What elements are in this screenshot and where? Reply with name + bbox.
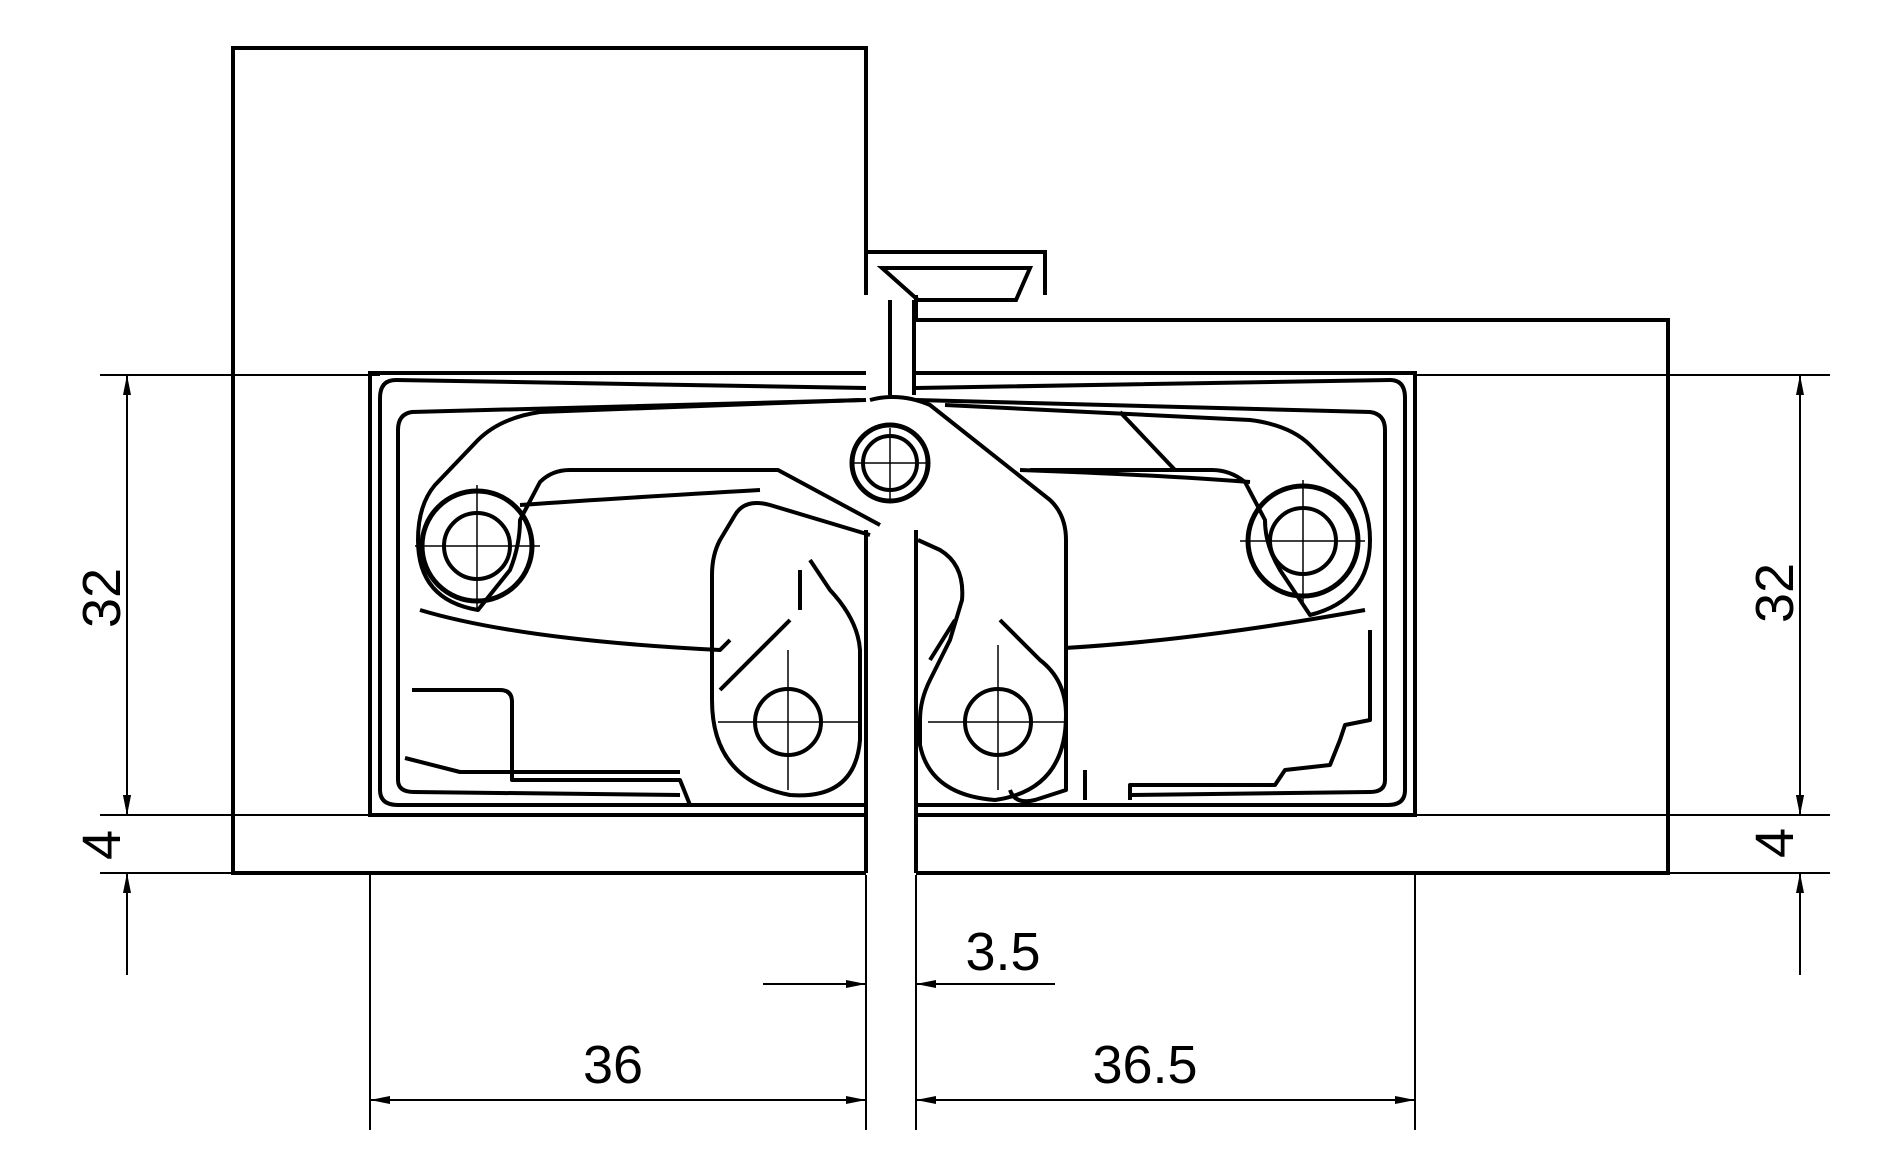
dim-label-left-32: 32 <box>72 568 132 628</box>
left-door-leaf <box>231 46 868 875</box>
right-pocket <box>916 371 1417 817</box>
pivot-arm-right-rib <box>928 618 957 662</box>
left-pocket <box>368 371 866 817</box>
dim-label-right-4: 4 <box>1745 828 1805 858</box>
frame-outlines <box>231 46 1670 875</box>
left-lower-block <box>412 688 692 806</box>
left-arm-curve <box>519 488 761 507</box>
hinge-pockets <box>368 371 1417 817</box>
right-lower-block <box>1128 630 1372 800</box>
hinge-leg-top <box>864 250 1047 295</box>
dim-label-bottom-36: 36 <box>583 1035 643 1095</box>
dim-label-right-32: 32 <box>1745 563 1805 623</box>
hinge-leg-clip <box>876 266 1034 302</box>
dim-label-bottom-36-5: 36.5 <box>1092 1035 1197 1095</box>
right-arm-curve <box>1064 608 1366 650</box>
hinge-body-left <box>378 378 1068 807</box>
right-arm-top <box>1019 468 1251 484</box>
hinge-body-right <box>915 378 1407 807</box>
dimension-labels: 32 4 32 4 36 36.5 3.5 <box>72 563 1805 1095</box>
extension-lines <box>100 374 1830 1130</box>
left-arm-lower <box>419 608 732 652</box>
left-lower-step <box>404 756 680 774</box>
left-arm-link <box>416 398 881 612</box>
dimension-lines <box>123 375 1804 1104</box>
pivot-hole-top-ring <box>849 422 931 504</box>
pivot-holes <box>415 422 1365 790</box>
left-pivot-plate <box>869 394 1068 804</box>
right-housing-outer <box>915 378 1407 807</box>
dim-label-gap-3-5: 3.5 <box>965 922 1040 982</box>
dim-label-left-4: 4 <box>72 830 132 860</box>
left-housing-inner <box>396 398 867 797</box>
left-housing-outer <box>378 378 867 807</box>
pivot-arms <box>710 501 1068 802</box>
pivot-arm-left <box>710 501 871 798</box>
pivot-arm-left-rib <box>718 618 792 692</box>
right-arm-diagonal <box>1118 410 1177 472</box>
right-housing-inner <box>915 398 1387 797</box>
pivot-arm-right <box>917 538 1068 802</box>
